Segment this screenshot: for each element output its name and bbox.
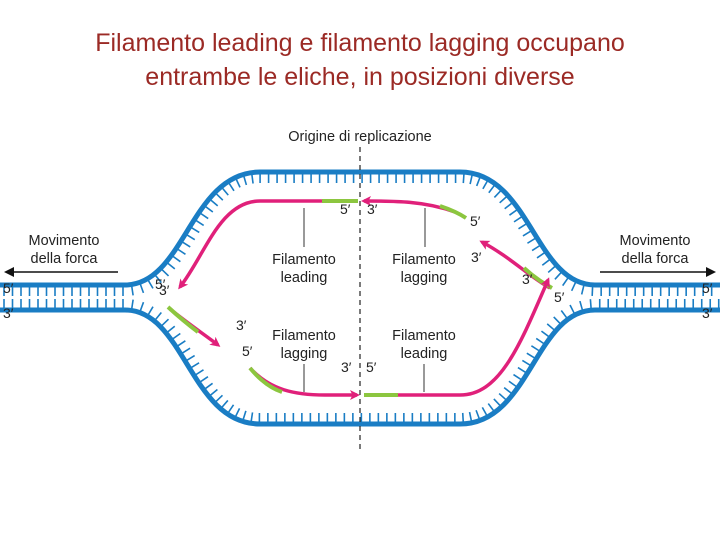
end-right-mid-3: 3′ xyxy=(522,271,533,287)
end-right-top-5: 5′ xyxy=(702,280,713,296)
end-lower-center-5: 5′ xyxy=(366,359,377,375)
label-upper-left-line1: Filamento xyxy=(272,252,336,268)
title-line-2: entrambe le eliche, in posizioni diverse xyxy=(145,63,575,91)
leading-strand-upper-left xyxy=(178,199,340,290)
base-pair-ticks xyxy=(3,172,720,425)
fork-movement-right-line2: della forca xyxy=(622,251,690,267)
end-lower-center-3: 3′ xyxy=(341,359,352,375)
label-lower-right-line2: leading xyxy=(401,346,448,362)
leading-strand-lower-right xyxy=(380,277,550,397)
end-left-bottom-3: 3′ xyxy=(3,305,14,321)
end-lower-left-5: 5′ xyxy=(242,343,253,359)
label-upper-right-line2: lagging xyxy=(401,270,448,286)
primer-upper-right-2 xyxy=(522,266,553,290)
slide-title: Filamento leading e filamento lagging oc… xyxy=(0,26,720,94)
label-upper-right-line1: Filamento xyxy=(392,252,456,268)
end-left-mid-3: 3′ xyxy=(159,282,170,298)
label-lower-left-line2: lagging xyxy=(281,346,328,362)
end-lower-left-3: 3′ xyxy=(236,317,247,333)
fork-movement-right-line1: Movimento xyxy=(620,233,691,249)
primer-lower-left-1 xyxy=(166,305,200,334)
primer-upper-right-1 xyxy=(439,204,468,220)
end-right-bottom-3: 3′ xyxy=(702,305,713,321)
label-lower-right-line1: Filamento xyxy=(392,328,456,344)
title-line-1: Filamento leading e filamento lagging oc… xyxy=(95,29,625,57)
end-right-mid-5: 5′ xyxy=(554,289,565,305)
end-upper-center-5: 5′ xyxy=(340,201,351,217)
label-upper-left-line2: leading xyxy=(281,270,328,286)
primer-lower-left-2 xyxy=(248,366,283,394)
fork-movement-left-line2: della forca xyxy=(31,251,99,267)
template-strand-bottom xyxy=(0,307,720,427)
end-left-mid-5: 5′ xyxy=(155,276,166,292)
origin-label: Origine di replicazione xyxy=(288,129,431,145)
end-upper-right-3: 3′ xyxy=(471,249,482,265)
template-strand-top xyxy=(0,169,720,288)
end-upper-center-3: 3′ xyxy=(367,201,378,217)
end-left-top-5: 5′ xyxy=(3,280,14,296)
label-lower-left-line1: Filamento xyxy=(272,328,336,344)
end-upper-right-5: 5′ xyxy=(470,213,481,229)
fork-movement-left-line1: Movimento xyxy=(29,233,100,249)
